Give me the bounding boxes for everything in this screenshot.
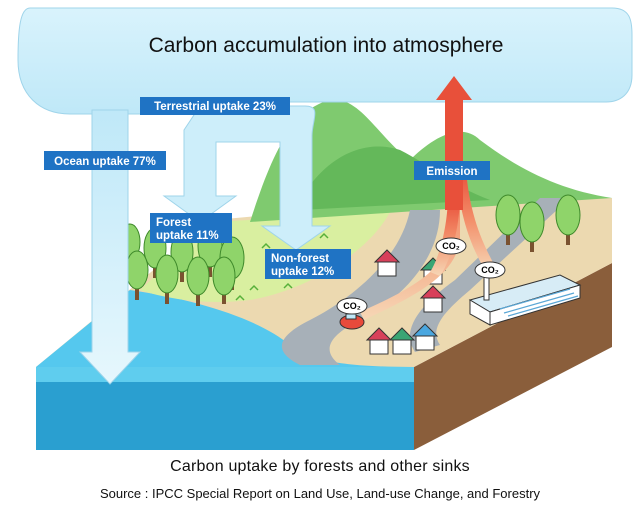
co2-label: CO₂ [442,241,460,251]
forest-uptake-text-line1: Forest [156,217,191,229]
land-block [36,198,612,450]
ocean-uptake-label: Ocean uptake 77% [44,151,166,170]
mountain-front [300,146,490,210]
co2-label: CO₂ [481,265,499,275]
co2-bubble: CO₂ [435,237,467,255]
house [365,327,393,355]
terrestrial-uptake-label: Terrestrial uptake 23% [140,97,290,115]
ocean-surface [36,290,414,367]
tree [186,256,210,306]
diagram-caption: Carbon uptake by forests and other sinks [170,458,470,475]
nonforest-uptake-label: Non-forest uptake 12% [265,249,351,279]
tree [212,256,236,304]
forest-uptake-text-line2: uptake 11% [156,230,219,242]
co2-bubble: CO₂ [336,297,368,315]
house [419,285,447,313]
earth-side-face [414,263,612,450]
emission-text: Emission [426,166,477,178]
tree [155,254,179,304]
ocean-uptake-arrow [78,109,142,385]
trees-right [495,194,581,252]
ocean-front-face [36,367,414,450]
ocean-uptake-text: Ocean uptake 77% [54,156,156,168]
emission-label: Emission [414,161,490,180]
tree [125,250,149,300]
ocean-front-top-band [36,367,414,382]
co2-bubble: CO₂ [474,261,506,279]
factory [468,271,582,326]
co2-label: CO₂ [343,301,361,311]
house [373,249,401,277]
tree [555,194,581,245]
co2-bubbles: CO₂ CO₂ CO₂ [336,237,506,315]
nonforest-uptake-text-line1: Non-forest [271,253,329,265]
atmosphere-band [17,7,633,115]
road-curved [281,210,440,365]
forest-uptake-label: Forest uptake 11% [150,213,232,243]
diagram-title: Carbon accumulation into atmosphere [149,34,504,57]
house [411,323,439,351]
tree [495,194,521,245]
tree [519,201,545,252]
mountains [250,99,612,222]
source-credit: Source : IPCC Special Report on Land Use… [99,486,541,501]
terrestrial-uptake-text: Terrestrial uptake 23% [154,101,276,113]
house [388,327,416,355]
nonforest-uptake-text-line2: uptake 12% [271,266,334,278]
